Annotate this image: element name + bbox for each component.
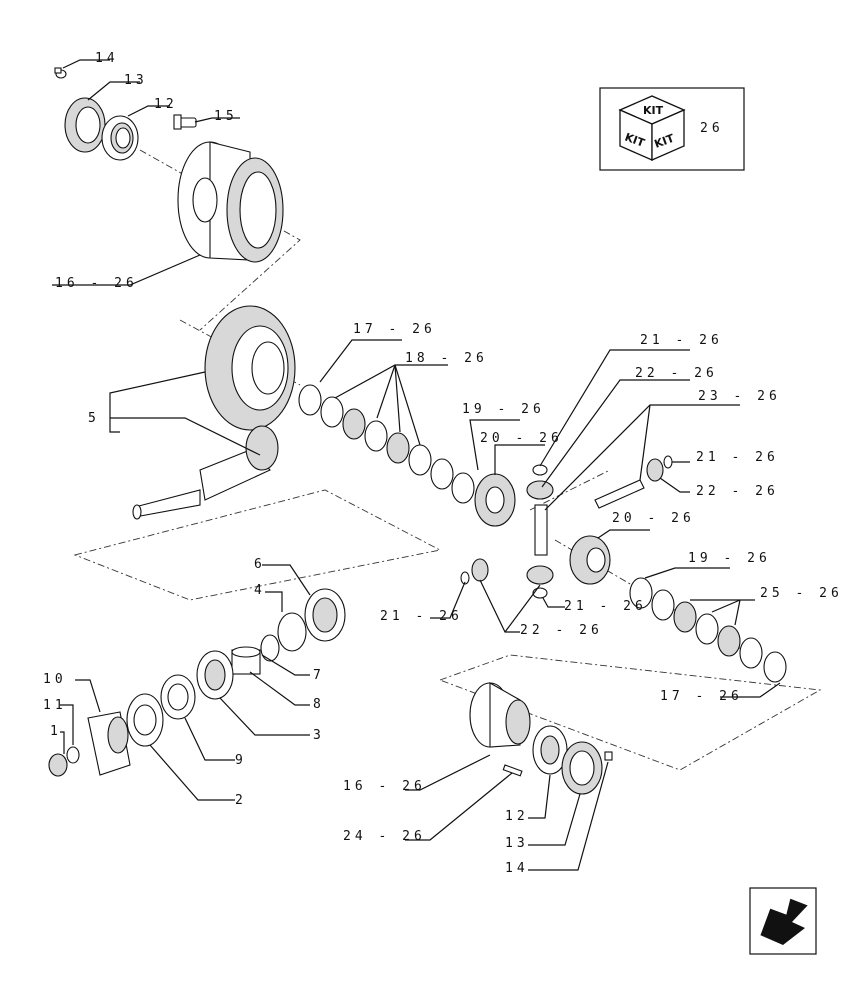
callout-22-26-right: 22 - 26 [696,484,779,499]
kit-box[interactable]: KIT KIT KIT 26 [599,87,745,171]
part-ring-4[interactable] [277,612,307,652]
part-diff-pin-23[interactable] [534,479,645,556]
callout-12-top: 12 [154,97,178,112]
part-bolt-24[interactable] [502,764,523,777]
part-washer-21c[interactable] [460,571,470,585]
part-side-gear-20b[interactable] [569,535,611,585]
callout-21-26-right: 21 - 26 [696,450,779,465]
part-planet-gear-22b[interactable] [646,458,664,482]
shim-stack-25[interactable] [629,577,787,683]
callout-8: 8 [313,697,325,712]
part-pinion-shaft-5[interactable] [132,425,279,520]
callout-13-bottom: 13 [505,836,529,851]
callout-21-26-lower-left: 21 - 26 [380,609,463,624]
part-oring-11[interactable] [66,746,80,764]
callout-19-26-right: 19 - 26 [688,551,771,566]
part-ring-gear-13a[interactable] [64,97,106,153]
shim-stack-18[interactable] [298,384,475,504]
callout-14-bottom: 14 [505,861,529,876]
kit-ref-number: 26 [700,121,724,136]
callout-11: 11 [43,698,67,713]
part-bolt-14a[interactable] [54,67,67,79]
callout-22-26-top: 22 - 26 [635,366,718,381]
callout-13-top: 13 [124,73,148,88]
callout-2: 2 [235,793,247,808]
callout-17-26-right: 17 - 26 [660,689,743,704]
part-housing-16b[interactable] [469,682,531,748]
part-side-gear-20a[interactable] [474,473,516,527]
callout-14-top: 14 [95,51,119,66]
part-planet-gear-22a[interactable] [526,480,554,500]
part-seal-9[interactable] [160,674,196,720]
callout-1: 1 [50,724,62,739]
callout-7: 7 [313,668,325,683]
part-washer-21d[interactable] [532,587,548,599]
callout-19-26-left: 19 - 26 [462,402,545,417]
part-washer-21a[interactable] [532,464,548,476]
part-bolt-14b[interactable] [604,751,613,761]
callout-4: 4 [254,583,266,598]
callout-5: 5 [88,411,100,426]
part-cover-2[interactable] [126,693,164,747]
callout-20-26-right: 20 - 26 [612,511,695,526]
part-washer-21b[interactable] [663,455,673,469]
callout-16-26-bottom: 16 - 26 [343,779,426,794]
arrow-icon [759,897,809,945]
part-ring-gear-13b[interactable] [561,741,603,795]
part-bearing-3[interactable] [196,650,234,700]
kit-label-top: KIT [643,104,664,117]
callout-21-26-top: 21 - 26 [640,333,723,348]
part-crown-gear[interactable] [204,305,296,431]
part-planet-gear-22d[interactable] [526,565,554,585]
callout-3: 3 [313,728,325,743]
part-bearing-12a[interactable] [101,115,139,161]
part-bolt-15[interactable] [173,114,197,130]
part-bearing-6[interactable] [304,588,346,642]
callout-16-26-top: 16 - 26 [55,276,138,291]
callout-18-26: 18 - 26 [405,351,488,366]
callout-15: 15 [214,109,238,124]
callout-6: 6 [254,557,266,572]
part-flange-10[interactable] [87,711,131,776]
part-nut-1[interactable] [48,753,68,777]
callout-12-bottom: 12 [505,809,529,824]
callout-21-26-lower-right: 21 - 26 [564,599,647,614]
callout-10: 10 [43,672,67,687]
callout-labels: 14 13 12 15 16 - 26 17 - 26 18 - 26 5 19… [43,51,843,876]
part-planet-gear-22c[interactable] [471,558,489,582]
kit-cube-icon: KIT KIT KIT [618,95,686,161]
callout-9: 9 [235,753,247,768]
callout-23-26: 23 - 26 [698,389,781,404]
callout-20-26-left: 20 - 26 [480,431,563,446]
part-housing-16a[interactable] [177,141,284,263]
callout-24-26: 24 - 26 [343,829,426,844]
callout-25-26: 25 - 26 [760,586,843,601]
callout-22-26-lower: 22 - 26 [520,623,603,638]
next-page-button[interactable] [749,887,817,955]
part-spacer-8[interactable] [231,646,261,675]
leader-lines [52,59,781,871]
callout-17-26-left: 17 - 26 [353,322,436,337]
part-ring-7[interactable] [260,634,280,662]
